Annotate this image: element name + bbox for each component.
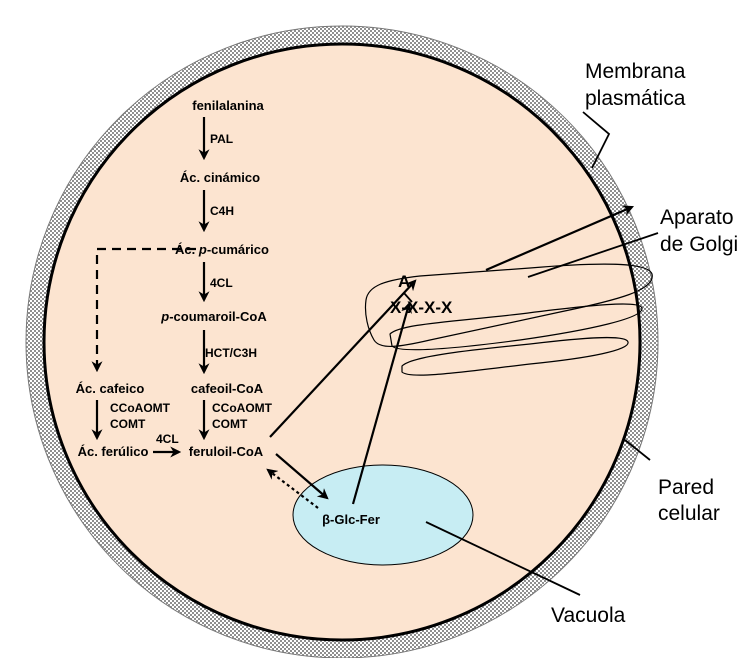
label-pared-line1: Pared (658, 476, 714, 499)
metabolite-ac-cafeico: Ác. cafeico (76, 381, 145, 396)
metabolite-beta-glc-fer: β-Glc-Fer (322, 512, 380, 527)
enzyme-ccoaomt-2: CCoAOMT (212, 401, 273, 415)
label-vacuola: Vacuola (551, 604, 626, 627)
label-membrana-line2: plasmática (585, 87, 686, 110)
enzyme-ccoaomt-1: CCoAOMT (110, 401, 171, 415)
metabolite-fenilalanina: fenilalanina (192, 98, 264, 113)
enzyme-hct-c3h: HCT/C3H (205, 346, 257, 360)
vacuole (293, 465, 473, 565)
metabolite-ac-cinamico: Ác. cinámico (180, 170, 260, 185)
label-golgi-line1: Aparato (660, 206, 734, 229)
label-golgi-line2: de Golgi (660, 233, 738, 256)
metabolite-ac-ferulico: Ác. ferúlico (78, 444, 149, 459)
enzyme-4cl-main: 4CL (210, 276, 233, 290)
enzyme-c4h: C4H (210, 204, 234, 218)
golgi-x-chain: X-X-X-X (390, 298, 453, 317)
label-membrana-line1: Membrana (585, 60, 686, 83)
metabolite-feruloil-coa: feruloil-CoA (189, 444, 264, 459)
golgi-a-label: A (398, 272, 410, 291)
enzyme-comt-1: COMT (110, 417, 146, 431)
label-pared-line2: celular (658, 502, 720, 525)
enzyme-pal: PAL (210, 132, 233, 146)
enzyme-comt-2: COMT (212, 417, 248, 431)
metabolite-p-coumaroil-coa: p-coumaroil-CoA (160, 309, 267, 324)
enzyme-4cl-side: 4CL (156, 432, 179, 446)
metabolite-cafeoil-coa: cafeoil-CoA (191, 381, 264, 396)
